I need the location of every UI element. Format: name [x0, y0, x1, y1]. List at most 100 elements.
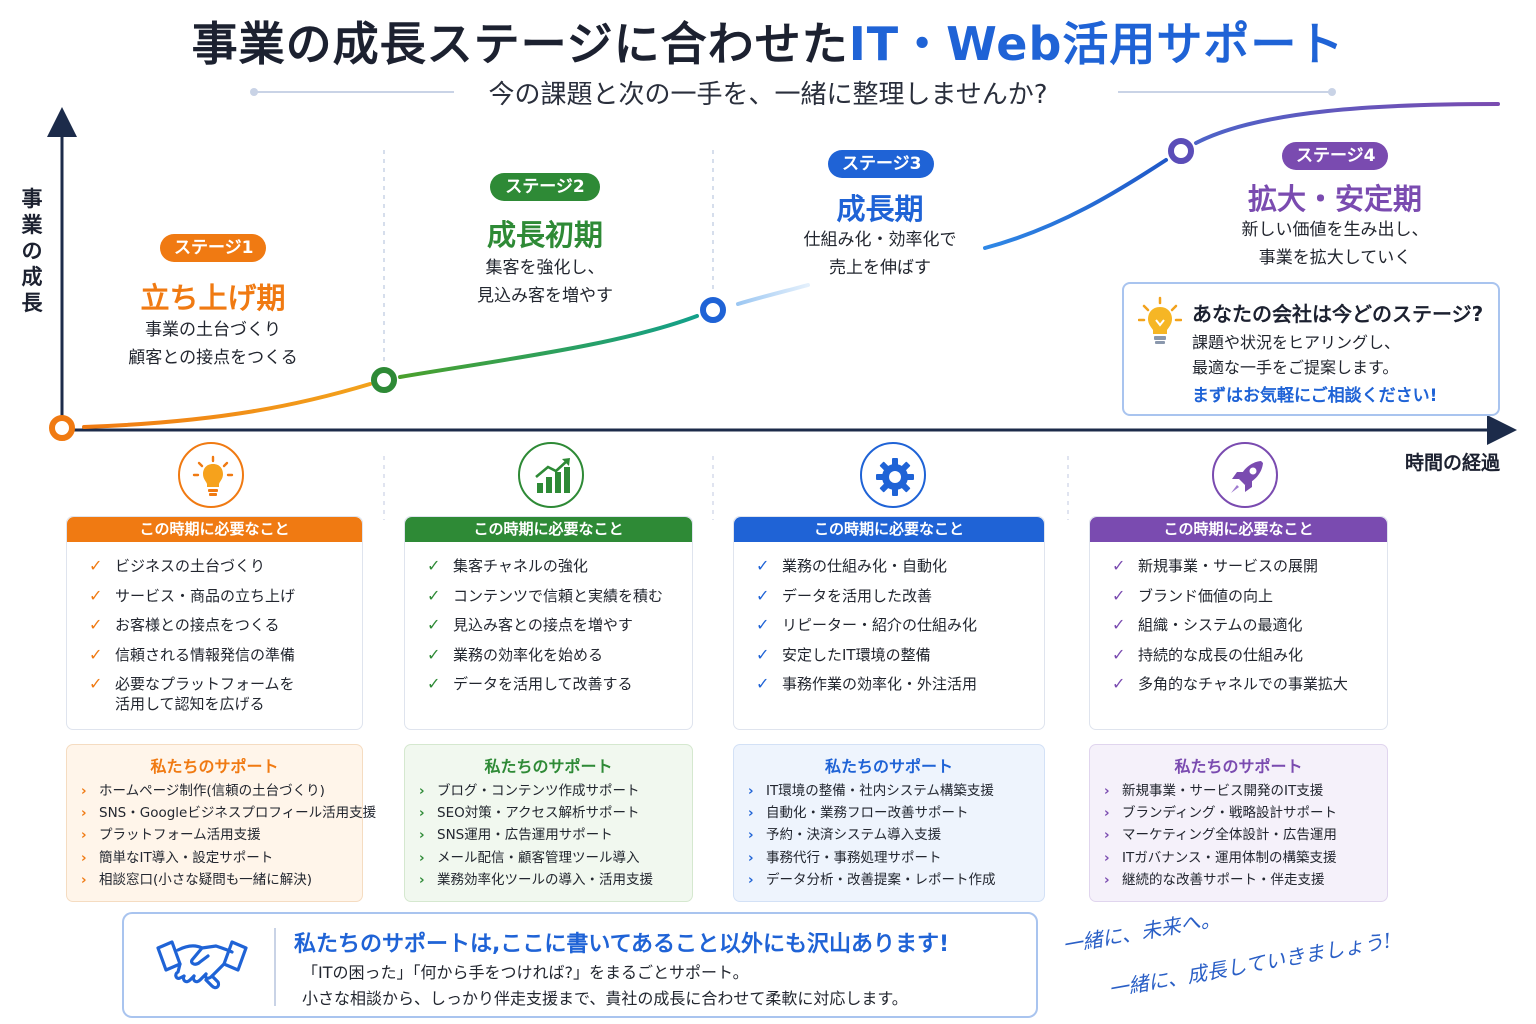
- stage4-needs-header: この時期に必要なこと: [1090, 517, 1387, 542]
- list-item-text: 多角的なチャネルでの事業拡大: [1138, 675, 1348, 693]
- check-icon: ✓: [89, 556, 103, 575]
- chevron-right-icon: ›: [419, 849, 425, 866]
- stage2-needs-card: この時期に必要なこと ✓集客チャネルの強化 ✓コンテンツで信頼と実績を積む ✓見…: [404, 516, 693, 730]
- stage2-support-card: 私たちのサポート ›ブログ・コンテンツ作成サポート ›SEO対策・アクセス解析サ…: [404, 744, 693, 902]
- stage2-name: 成長初期: [486, 218, 603, 252]
- list-item-text: 新規事業・サービスの展開: [1138, 557, 1319, 575]
- list-item-text: ブログ・コンテンツ作成サポート: [437, 783, 640, 799]
- support-banner: 私たちのサポートは,ここに書いてあること以外にも沢山あります! 「ITの困った」…: [122, 912, 1038, 1018]
- stage4-support-card: 私たちのサポート ›新規事業・サービス開発のIT支援 ›ブランディング・戦略設計…: [1089, 744, 1388, 902]
- list-item-text: SNS・Googleビジネスプロフィール活用支援: [99, 805, 377, 822]
- list-item-text: 業務の効率化を始める: [453, 645, 604, 664]
- stage3-support-header: 私たちのサポート: [824, 757, 953, 776]
- stage2-desc-line: 集客を強化し、: [485, 258, 605, 278]
- chevron-right-icon: ›: [1104, 849, 1110, 866]
- list-item: ✓信頼される情報発信の準備: [89, 645, 362, 665]
- list-item: ›ホームページ制作(信頼の土台づくり): [81, 783, 362, 799]
- chevron-right-icon: ›: [419, 871, 425, 888]
- stage1-needs-list: ✓ビジネスの土台づくり ✓ サービス・商品の立ち上げ ✓お客様との接点をつくる ✓…: [67, 542, 362, 714]
- list-item-text: データ分析・改善提案・レポート作成: [766, 871, 996, 888]
- check-icon: ✓: [1112, 615, 1126, 634]
- stage3-needs-card: この時期に必要なこと ✓業務の仕組み化・自動化 ✓データを活用した改善 ✓リピー…: [733, 516, 1045, 730]
- list-item: ✓ビジネスの土台づくり: [89, 556, 362, 576]
- list-item: ✓集客チャネルの強化: [427, 556, 692, 576]
- check-icon: ✓: [427, 615, 441, 634]
- chevron-right-icon: ›: [81, 805, 87, 822]
- list-item-text: SNS運用・広告運用サポート: [437, 827, 613, 844]
- stage1-node: [49, 415, 75, 441]
- curve-segment-4: [983, 158, 1168, 250]
- chevron-right-icon: ›: [748, 871, 754, 888]
- callout-cta-link[interactable]: まずはお気軽にご相談ください!: [1192, 386, 1438, 406]
- list-item-text: ブランド価値の向上: [1138, 586, 1274, 605]
- check-icon: ✓: [1112, 644, 1126, 664]
- x-axis-label: 時間の経過: [1404, 452, 1500, 474]
- list-item: ›予約・決済システム導入支援: [748, 827, 1044, 843]
- list-item: › ブログ・コンテンツ作成サポート: [419, 783, 692, 799]
- list-item: ✓お客様との接点をつくる: [89, 615, 362, 635]
- list-item-text: 予約・決済システム導入支援: [766, 827, 942, 844]
- check-icon: ✓: [89, 644, 103, 664]
- curve-segment-1: [82, 382, 372, 429]
- banner-line: 「ITの困った」「何から手をつければ?」をまるごとサポート。: [302, 963, 749, 982]
- slogan-line-1: 一緒に、未来へ。: [1060, 906, 1222, 958]
- chevron-right-icon: ›: [1104, 783, 1110, 799]
- list-item-text: プラットフォーム活用支援: [99, 827, 261, 844]
- stage1-icon-circle: [178, 442, 244, 508]
- stage3-icon-circle: [860, 442, 926, 508]
- list-item-text: ブランディング・戦略設計サポート: [1122, 805, 1338, 822]
- stage3-support-list: ›IT環境の整備・社内システム構築支援 ›自動化・業務フロー改善サポート ›予約…: [734, 777, 1044, 888]
- chevron-right-icon: ›: [419, 783, 425, 799]
- stage4-desc: 新しい価値を生み出し、事業を拡大していく: [1215, 216, 1455, 272]
- subtitle-line-left: [256, 91, 454, 93]
- chevron-right-icon: ›: [81, 871, 87, 888]
- list-item: › 自動化・業務フロー改善サポート: [748, 805, 1044, 821]
- list-item-text: サービス・商品の立ち上げ: [115, 586, 296, 605]
- check-icon: ✓: [756, 674, 770, 693]
- list-item: ›SNS運用・広告運用サポート: [419, 827, 692, 843]
- chevron-right-icon: ›: [81, 783, 87, 799]
- list-item-text: 必要なプラットフォームを: [115, 675, 295, 693]
- list-item-text: データを活用した改善: [782, 586, 933, 605]
- check-icon: ✓: [1112, 674, 1126, 693]
- stage2-support-header: 私たちのサポート: [484, 757, 613, 776]
- list-item: ✓ 事務作業の効率化・外注活用: [756, 674, 1044, 694]
- curve-segment-2: [398, 314, 699, 379]
- stage3-needs-header: この時期に必要なこと: [734, 517, 1044, 542]
- banner-title: 私たちのサポートは,ここに書いてあること以外にも沢山あります!: [294, 932, 950, 957]
- list-item: ✓安定したIT環境の整備: [756, 645, 1044, 665]
- stage2-icon-circle: [518, 442, 584, 508]
- y-label-char: 成: [21, 265, 43, 289]
- list-item: ✓ 新規事業・サービスの展開: [1112, 556, 1387, 576]
- stage2-node: [371, 367, 397, 393]
- list-item-text: 業務の仕組み化・自動化: [782, 557, 948, 575]
- check-icon: ✓: [1112, 556, 1126, 575]
- gear-icon: [876, 458, 914, 496]
- check-icon: ✓: [756, 615, 770, 634]
- y-label-char: 業: [21, 213, 43, 237]
- list-item-text: 自動化・業務フロー改善サポート: [766, 805, 969, 822]
- growth-chart-icon: [535, 458, 570, 493]
- list-item: ✓ データを活用した改善: [756, 586, 1044, 606]
- list-item-text: 事務作業の効率化・外注活用: [782, 675, 978, 693]
- list-item: ✓ 多角的なチャネルでの事業拡大: [1112, 674, 1387, 694]
- list-item: › SNS・Googleビジネスプロフィール活用支援: [81, 805, 376, 822]
- y-label-char: 事: [21, 187, 43, 211]
- stage4-pill: ステージ4: [1282, 142, 1388, 170]
- list-item-text: 継続的な改善サポート・伴走支援: [1122, 871, 1325, 888]
- list-item-text: ITガバナンス・運用体制の構築支援: [1122, 849, 1337, 866]
- stage1-support-card: 私たちのサポート ›ホームページ制作(信頼の土台づくり) ›SNS・Google…: [66, 744, 376, 902]
- chevron-right-icon: ›: [748, 805, 754, 822]
- stage4-support-list: ›新規事業・サービス開発のIT支援 ›ブランディング・戦略設計サポート ›マーケ…: [1090, 777, 1387, 888]
- list-item: ✓業務の効率化を始める: [427, 645, 692, 665]
- list-item: ›ブランディング・戦略設計サポート: [1104, 805, 1387, 821]
- stage4-support-header: 私たちのサポート: [1174, 757, 1303, 776]
- stage4-needs-list: ✓新規事業・サービスの展開 ✓ブランド価値の向上 ✓組織・システムの最適化 ✓持…: [1090, 542, 1387, 694]
- callout-text: 課題や状況をヒアリングし、最適な一手をご提案します。: [1192, 330, 1400, 380]
- list-item: ›相談窓口(小さな疑問も一緒に解決): [81, 872, 362, 888]
- stage2-pill: ステージ2: [490, 173, 600, 201]
- list-item: ›プラットフォーム活用支援: [81, 827, 362, 843]
- list-item: ›メール配信・顧客管理ツール導入: [419, 850, 692, 866]
- list-item-text: 活用して認知を広げる: [115, 695, 265, 713]
- check-icon: ✓: [756, 585, 770, 605]
